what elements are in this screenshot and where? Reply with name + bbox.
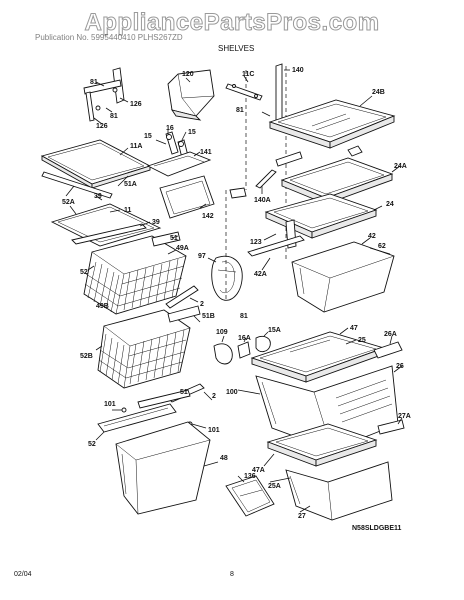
label-16: 16 — [166, 125, 174, 132]
label-11: 11 — [124, 207, 132, 214]
wire-basket-49a — [83, 235, 187, 315]
clip-16a — [237, 341, 251, 359]
label-62: 62 — [378, 243, 386, 250]
label-126a: 126 — [130, 101, 142, 108]
drawer-48 — [115, 421, 211, 515]
label-52a: 52A — [62, 199, 75, 206]
label-101b: 101 — [208, 427, 220, 434]
label-48: 48 — [220, 455, 228, 462]
label-101a: 101 — [104, 401, 116, 408]
label-26: 26 — [396, 363, 404, 370]
label-27a: 27A — [398, 413, 411, 420]
label-49a: 49A — [176, 245, 189, 252]
rail-140a — [229, 151, 303, 199]
label-52b: 52B — [80, 353, 93, 360]
label-11c: 11C — [242, 71, 254, 78]
watermark: AppliancePartsPros.com — [84, 9, 379, 36]
label-97: 97 — [198, 253, 206, 260]
label-81b: 81 — [110, 113, 118, 120]
clip-27a — [377, 419, 405, 435]
label-109: 109 — [216, 329, 228, 336]
part-136 — [225, 475, 275, 517]
label-81d: 81 — [240, 313, 248, 320]
label-52: 52 — [80, 269, 88, 276]
label-136: 136 — [244, 473, 256, 480]
label-49b: 49B — [96, 303, 109, 310]
handle-51c — [137, 389, 191, 409]
diagram-code: N58SLDGBE11 — [352, 525, 402, 532]
footer-page: 8 — [230, 571, 234, 578]
label-140a: 140A — [254, 197, 271, 204]
rail-2a — [165, 285, 199, 309]
footer-date: 02/04 — [14, 571, 32, 578]
label-51b: 51B — [202, 313, 215, 320]
label-25: 25 — [358, 337, 366, 344]
handle-51b — [167, 305, 201, 323]
crisper-27 — [285, 461, 393, 521]
clip-15a — [255, 335, 271, 353]
label-81: 81 — [90, 79, 98, 86]
part-97 — [211, 255, 243, 301]
label-141: 141 — [200, 149, 212, 156]
trim-39 — [41, 171, 113, 199]
label-42a: 42A — [254, 271, 267, 278]
label-51a: 51A — [124, 181, 137, 188]
callout-labels: 81 120 11C 140 126 81 126 81 24B 16 15 1… — [62, 67, 411, 520]
label-24b: 24B — [372, 89, 385, 96]
label-142: 142 — [202, 213, 214, 220]
clip-109 — [213, 343, 233, 365]
label-100: 100 — [226, 389, 238, 396]
label-120: 120 — [182, 71, 194, 78]
label-81c: 81 — [236, 107, 244, 114]
handle-51 — [151, 231, 181, 247]
label-15c: 15A — [268, 327, 281, 334]
bracket-16-15 — [146, 131, 212, 177]
section-title: SHELVES — [218, 44, 254, 53]
label-39b: 39 — [152, 219, 160, 226]
rail-42a — [247, 235, 305, 257]
shelf-24b — [268, 99, 396, 149]
label-47a: 47A — [252, 467, 265, 474]
label-26a: 26A — [384, 331, 397, 338]
shelf-25 — [250, 331, 386, 383]
wire-basket-49b — [97, 309, 191, 389]
trim-52 — [97, 403, 177, 433]
label-126b: 126 — [96, 123, 108, 130]
crisper-26 — [255, 365, 399, 451]
label-27: 27 — [298, 513, 306, 520]
label-47: 47 — [350, 325, 358, 332]
label-39a: 39 — [94, 193, 102, 200]
clip-26a — [373, 341, 403, 359]
header-partial-line: Publication No. 5995440410 PLHS267ZD — [35, 33, 183, 42]
shelf-11a — [40, 139, 152, 189]
shelf-24 — [264, 193, 378, 239]
label-15a: 15 — [144, 133, 152, 140]
crisper-62 — [291, 241, 395, 313]
label-25a: 25A — [268, 483, 281, 490]
label-140: 140 — [292, 67, 304, 74]
label-123: 123 — [250, 239, 262, 246]
label-52c: 52 — [88, 441, 96, 448]
label-51: 51 — [170, 235, 178, 242]
trim-39b — [71, 223, 147, 245]
label-51c: 51 — [180, 389, 188, 396]
shelf-25a — [266, 423, 378, 467]
bracket-126 — [83, 67, 125, 122]
label-2b: 2 — [212, 393, 216, 400]
label-24: 24 — [386, 201, 394, 208]
rail-11c — [225, 83, 263, 101]
label-16a: 16A — [238, 335, 251, 342]
label-42: 42 — [368, 233, 376, 240]
cover-142 — [159, 175, 215, 219]
label-15b: 15 — [188, 129, 196, 136]
crisper-cover-120 — [167, 69, 215, 121]
label-2a: 2 — [200, 301, 204, 308]
label-11a: 11A — [130, 143, 142, 150]
label-24a: 24A — [394, 163, 407, 170]
